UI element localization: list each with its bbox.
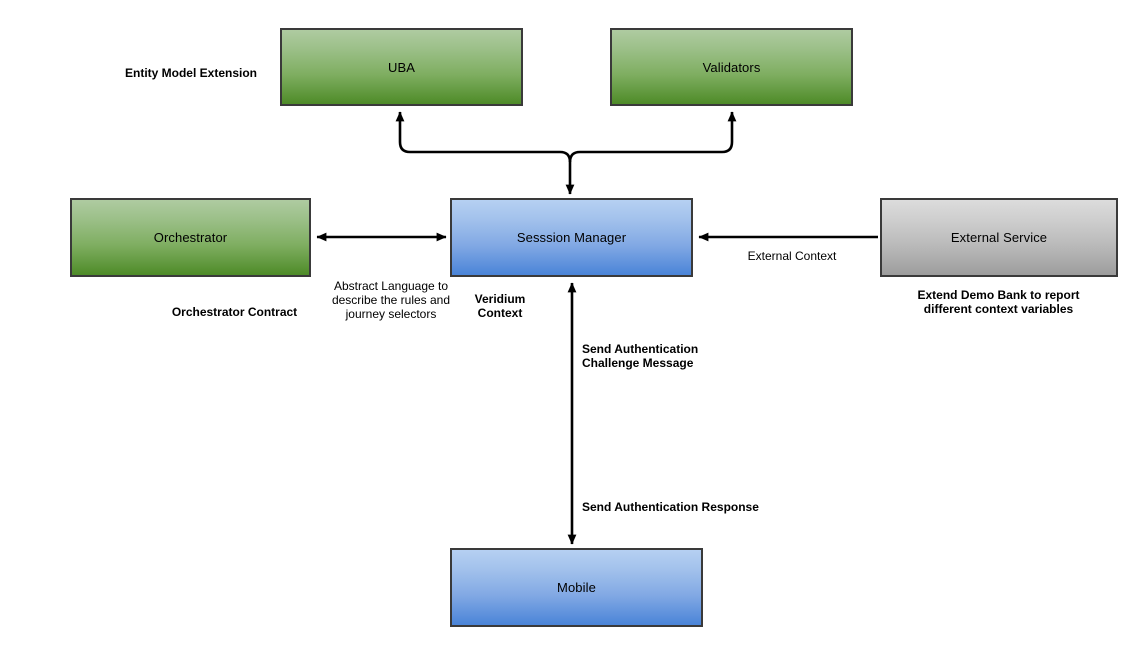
node-session-manager[interactable]: Sesssion Manager (450, 198, 693, 277)
caption-entity-model-extension-text: Entity Model Extension (124, 66, 257, 80)
node-external-service[interactable]: External Service (880, 198, 1118, 277)
edge-label-abstract-language: Abstract Language to describe the rules … (306, 279, 476, 321)
node-uba[interactable]: UBA (280, 28, 523, 106)
caption-extend-demo-bank-line1: Extend Demo Bank to report (917, 288, 1080, 302)
caption-veridium-context-line1: Veridium (474, 292, 526, 306)
caption-veridium-context-line2: Context (477, 306, 523, 320)
node-mobile[interactable]: Mobile (450, 548, 703, 627)
node-validators-label: Validators (702, 59, 761, 75)
edge-label-send-auth-challenge-line2: Challenge Message (582, 356, 694, 370)
node-uba-label: UBA (387, 59, 416, 75)
caption-extend-demo-bank-line2: different context variables (923, 302, 1074, 316)
edge-label-abstract-language-line3: journey selectors (345, 307, 437, 321)
caption-extend-demo-bank: Extend Demo Bank to report different con… (900, 288, 1097, 316)
edge-label-external-context: External Context (718, 249, 866, 263)
edge-label-abstract-language-line1: Abstract Language to (333, 279, 449, 293)
caption-veridium-context: Veridium Context (457, 292, 543, 320)
edge-label-send-auth-response: Send Authentication Response (582, 500, 802, 514)
caption-orchestrator-contract: Orchestrator Contract (163, 305, 306, 319)
edge-label-abstract-language-line2: describe the rules and (331, 293, 451, 307)
connector-branch-to-uba-validators (395, 111, 737, 195)
node-validators[interactable]: Validators (610, 28, 853, 106)
node-mobile-label: Mobile (557, 580, 596, 595)
caption-entity-model-extension: Entity Model Extension (120, 66, 262, 80)
node-session-manager-label: Sesssion Manager (516, 230, 627, 245)
caption-orchestrator-contract-text: Orchestrator Contract (171, 305, 298, 319)
edge-label-send-auth-challenge: Send Authentication Challenge Message (582, 342, 782, 370)
node-orchestrator-label: Orchestrator (153, 230, 228, 245)
edge-label-external-context-text: External Context (747, 249, 837, 263)
edge-label-send-auth-response-text: Send Authentication Response (582, 500, 759, 514)
node-external-service-label: External Service (950, 230, 1048, 245)
node-orchestrator[interactable]: Orchestrator (70, 198, 311, 277)
edge-label-send-auth-challenge-line1: Send Authentication (582, 342, 699, 356)
